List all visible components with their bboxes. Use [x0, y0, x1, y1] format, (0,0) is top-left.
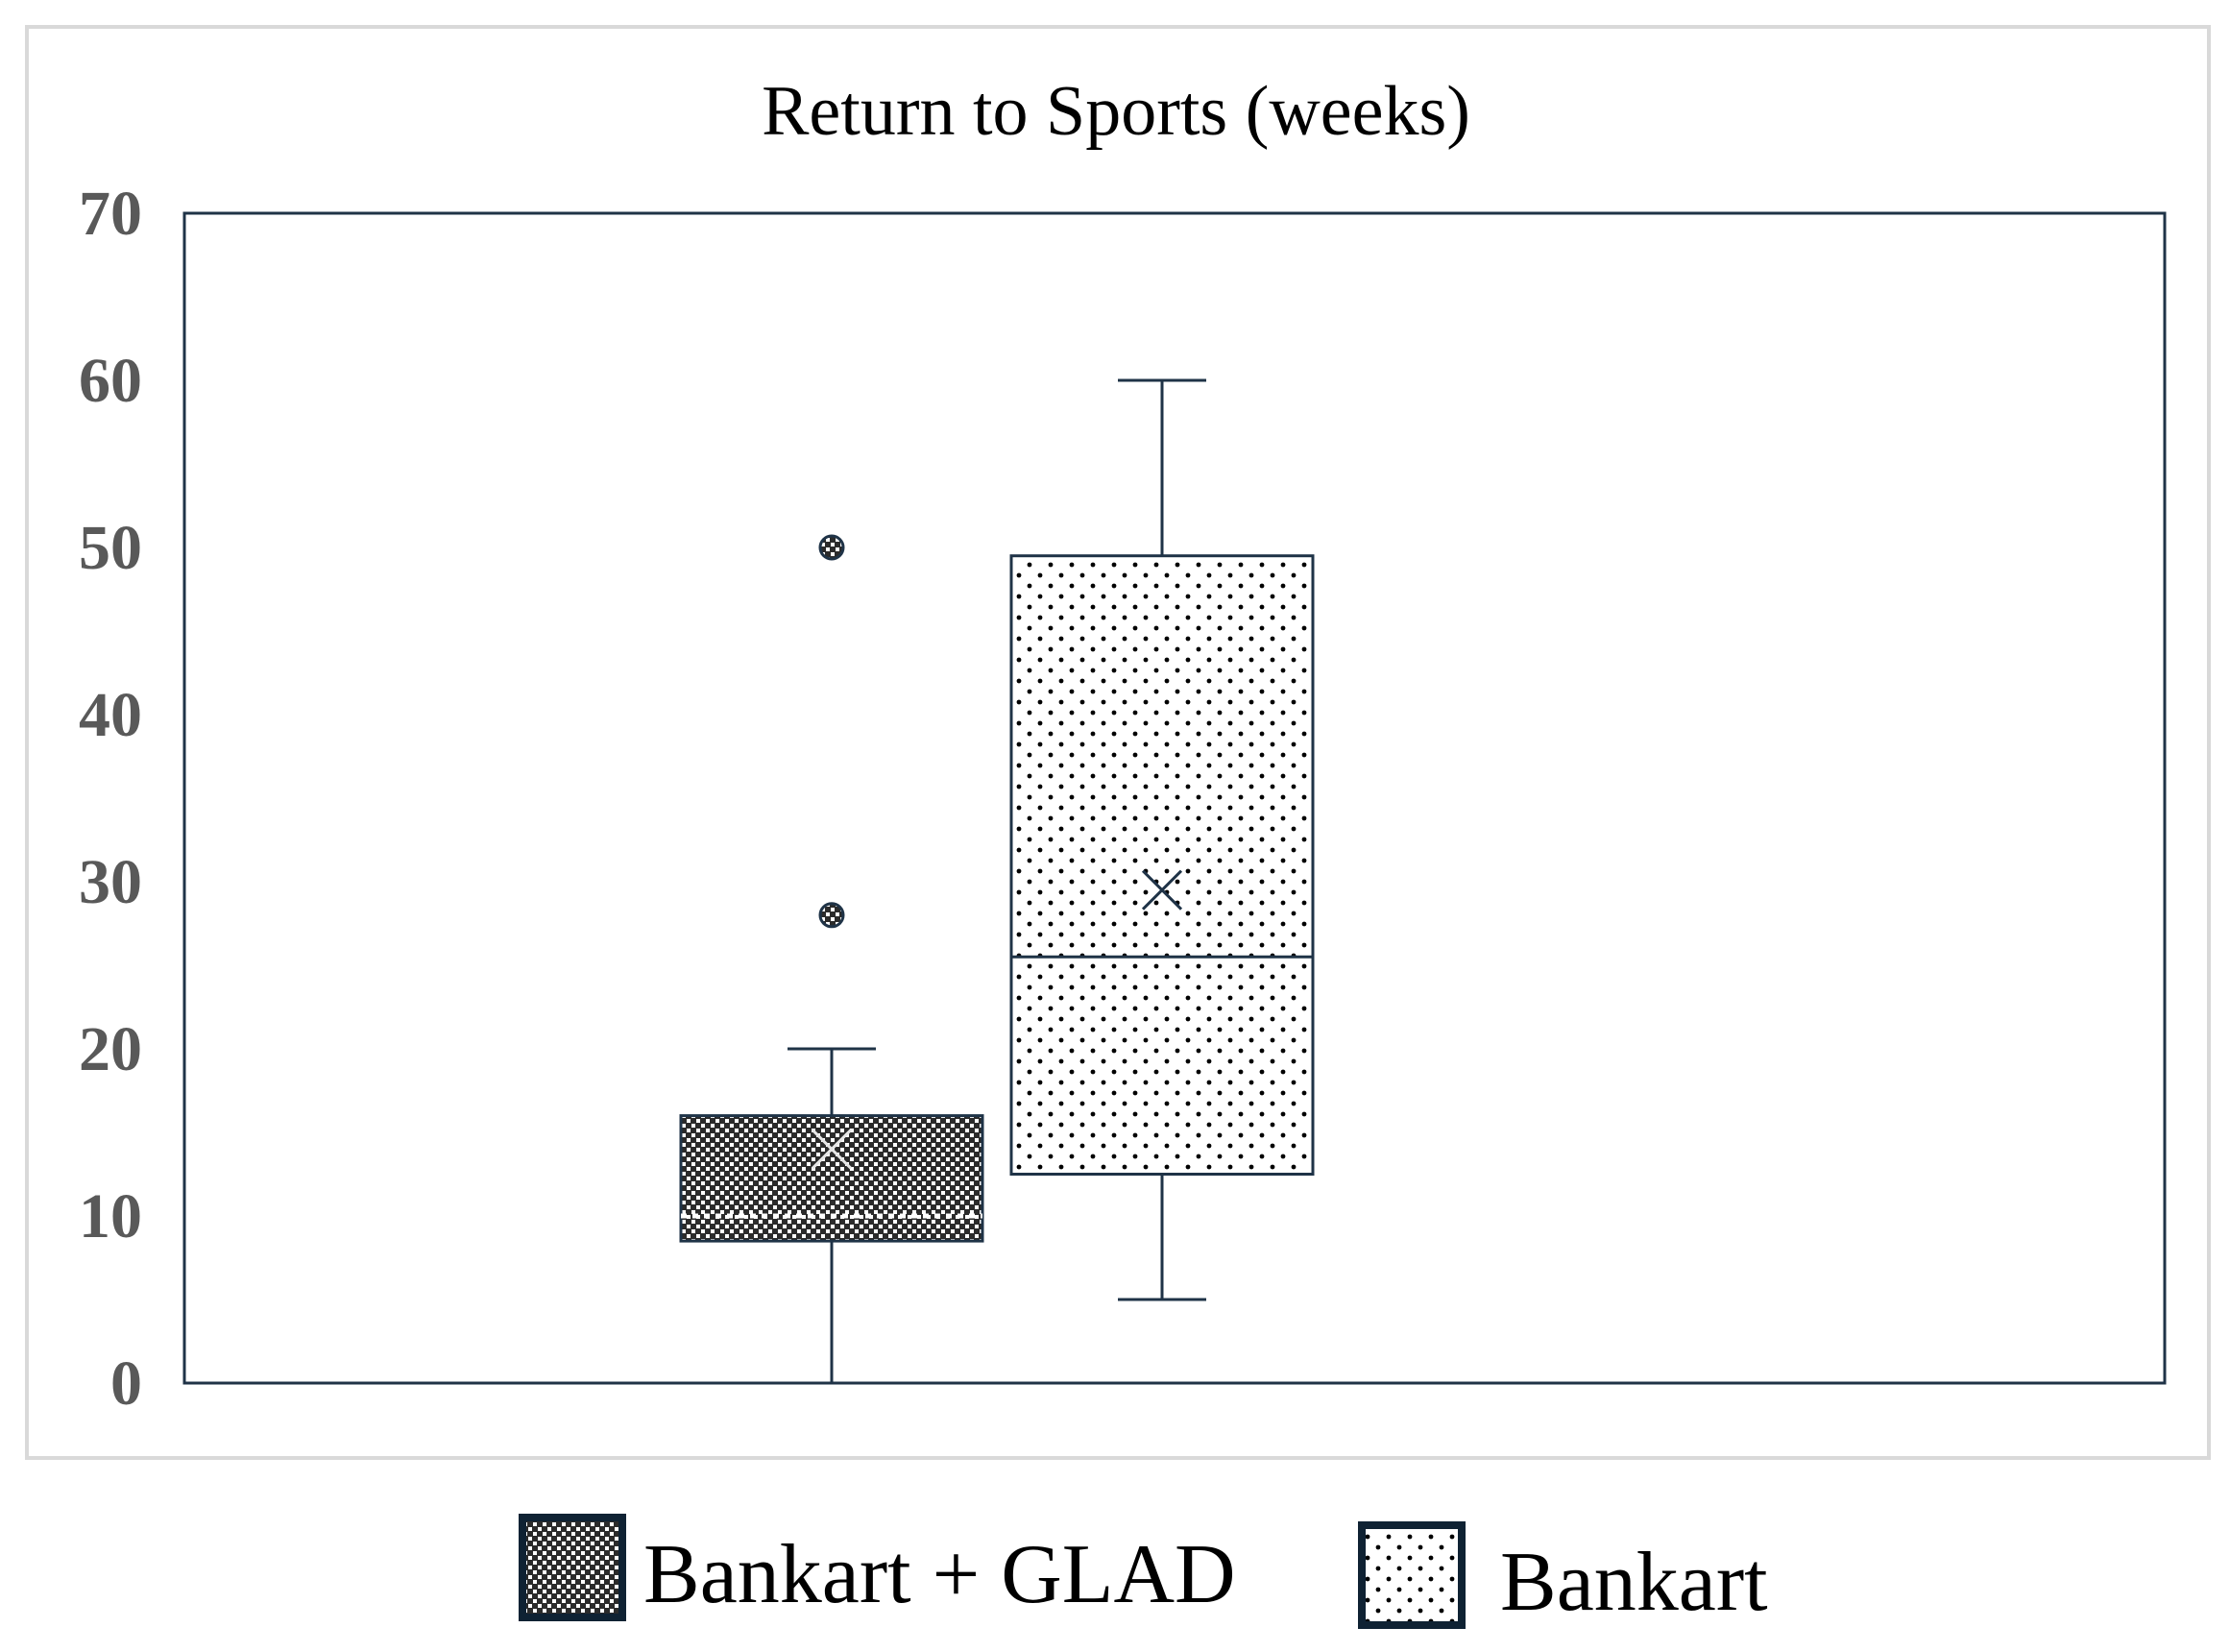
mean-marker-b-bankart-glad	[811, 1129, 853, 1170]
mean-marker-b-bankart	[1141, 869, 1183, 911]
y-tick-label-0: 0	[110, 1348, 142, 1419]
box-series-group	[679, 378, 1315, 1385]
legend-swatch-bankart-glad	[519, 1514, 626, 1621]
y-tick-label-60: 60	[79, 346, 142, 416]
box-iqr-bankart-glad	[679, 1114, 984, 1243]
y-tick-label-70: 70	[79, 179, 142, 249]
y-tick-label-10: 10	[79, 1181, 142, 1251]
y-tick-label-20: 20	[79, 1014, 142, 1084]
y-tick-label-40: 40	[79, 680, 142, 750]
y-tick-label-30: 30	[79, 847, 142, 917]
plot-area-border	[182, 211, 2167, 1385]
box-bankart-glad	[679, 534, 984, 1385]
box-bankart	[1009, 378, 1315, 1301]
outlier-point-bankart-glad-0	[818, 902, 845, 929]
y-tick-label-50: 50	[79, 513, 142, 583]
box-iqr-bankart	[1009, 554, 1315, 1176]
legend-label-bankart-glad: Bankart + GLAD	[643, 1528, 1236, 1621]
outlier-point-bankart-glad-1	[818, 534, 845, 561]
y-axis-ticks: 0 10 20 30 40 50 60 70	[79, 179, 142, 1419]
chart-title: Return to Sports (weeks)	[762, 72, 1470, 151]
legend-label-bankart: Bankart	[1500, 1536, 1768, 1629]
legend: Bankart + GLAD Bankart	[519, 1514, 1768, 1629]
legend-swatch-bankart	[1358, 1521, 1466, 1629]
